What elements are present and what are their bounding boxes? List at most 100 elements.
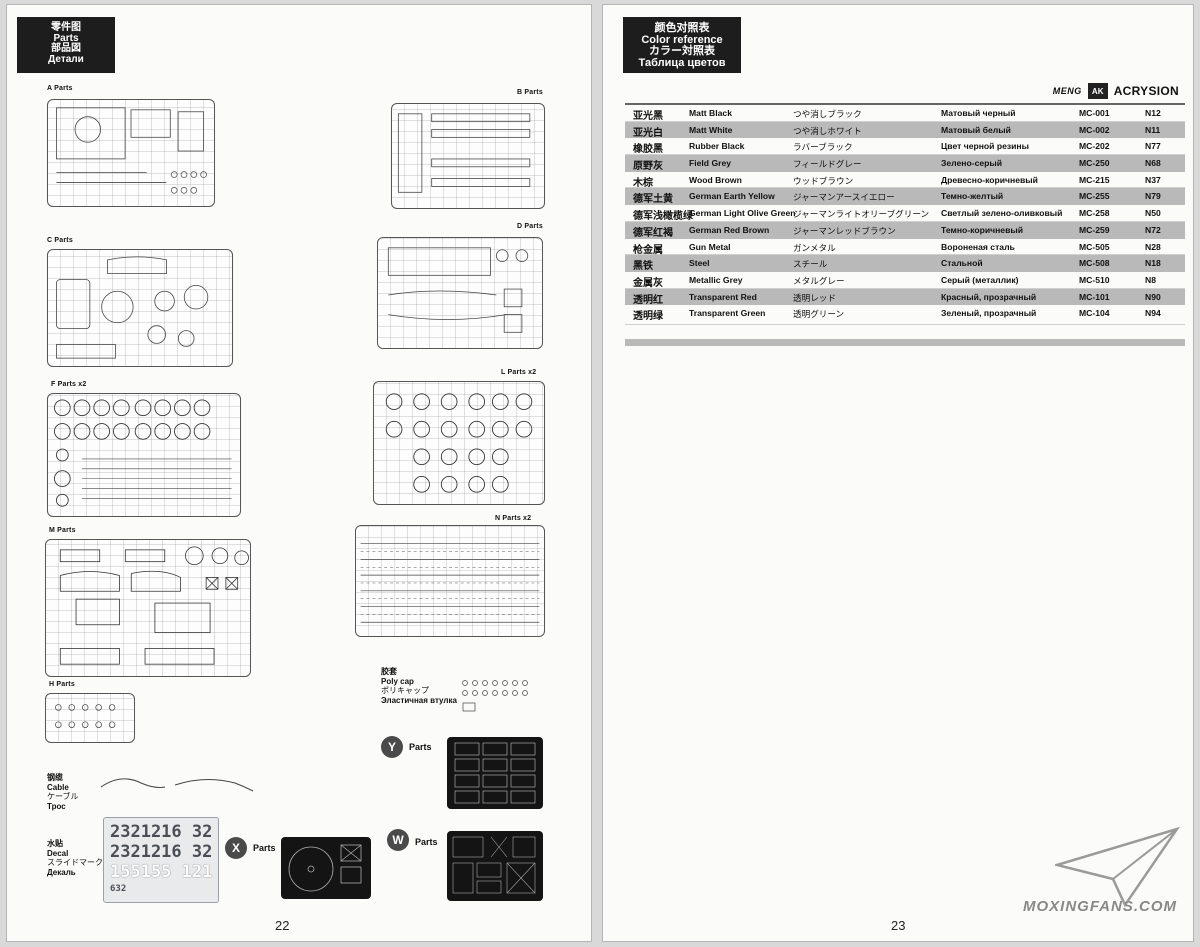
color-name-ru: Темно-желтый (941, 191, 1004, 202)
color-code-n: N79 (1145, 191, 1161, 202)
watermark: MOXINGFANS.COM (1022, 898, 1177, 915)
color-code-mc: MC-101 (1079, 291, 1110, 302)
color-code-mc: MC-002 (1079, 124, 1110, 135)
y-parts-label: Parts (409, 742, 432, 752)
color-name-cn: 透明红 (633, 294, 663, 306)
color-name-en: Matt Black (689, 108, 732, 118)
color-code-mc: MC-202 (1079, 141, 1110, 152)
color-code-n: N11 (1145, 124, 1161, 135)
color-code-mc: MC-510 (1079, 274, 1110, 285)
color-code-mc: MC-001 (1079, 108, 1110, 118)
right-page: 颜色对照表 Color reference カラー対照表 Таблица цве… (602, 4, 1194, 942)
sprue-a-label: A Parts (47, 85, 73, 92)
w-parts-sheet (447, 831, 543, 901)
color-name-en: Matt White (689, 124, 733, 135)
left-page: 零件图 Parts 部品図 Детали A Parts B Parts (6, 4, 592, 942)
w-parts-badge: W (387, 829, 409, 851)
sprue-m-label: M Parts (49, 527, 76, 534)
x-parts-badge: X (225, 837, 247, 859)
page-number-left: 22 (275, 918, 290, 933)
meng-logo: MENG (1052, 86, 1082, 96)
color-name-ru: Стальной (941, 258, 983, 269)
sprue-l-drawing (385, 393, 533, 493)
sprue-m-drawing (59, 546, 249, 665)
color-name-cn: 原野灰 (633, 161, 663, 173)
color-name-en: Transparent Green (689, 308, 766, 319)
color-name-ru: Зеленый, прозрачный (941, 308, 1037, 319)
sprue-m (45, 539, 251, 677)
color-code-mc: MC-259 (1079, 224, 1110, 235)
color-row: 德军土黄 German Earth Yellow ジャーマンアースイエロー Темно… (625, 188, 1185, 205)
parts-header: 零件图 Parts 部品図 Детали (17, 17, 115, 73)
sprue-n (355, 525, 545, 637)
color-code-n: N28 (1145, 241, 1161, 252)
color-name-cn: 德军土黄 (633, 194, 673, 206)
sprue-h-drawing (55, 704, 116, 728)
color-code-n: N90 (1145, 291, 1161, 302)
color-name-cn: 透明绿 (633, 311, 663, 323)
sprue-a-drawing (56, 107, 207, 194)
sprue-l-label: L Parts x2 (501, 369, 537, 376)
color-name-jp: ジャーマンレッドブラウン (793, 225, 896, 236)
color-code-mc: MC-250 (1079, 158, 1110, 169)
color-name-cn: 枪金属 (633, 244, 663, 256)
y-parts-badge: Y (381, 736, 403, 758)
color-name-jp: ジャーマンアースイエロー (793, 192, 895, 203)
page-number-right: 23 (891, 918, 906, 933)
sprue-f-label: F Parts x2 (51, 381, 87, 388)
color-name-cn: 德军浅橄榄绿 (633, 211, 693, 223)
color-name-ru: Серый (металлик) (941, 274, 1019, 285)
color-name-en: German Light Olive Green (689, 208, 796, 219)
sprue-b-drawing (397, 113, 531, 193)
sprue-a (47, 99, 215, 207)
decal-row-3: 155155 121 (110, 862, 213, 882)
color-code-mc: MC-258 (1079, 208, 1110, 219)
color-code-mc: MC-215 (1079, 174, 1110, 185)
color-name-en: German Earth Yellow (689, 191, 775, 202)
color-name-ru: Вороненая сталь (941, 241, 1015, 252)
decal-sheet: 2321216 32 2321216 32 155155 121 632 (103, 817, 219, 903)
color-name-en: Rubber Black (689, 141, 745, 152)
color-name-jp: つや消しホワイト (793, 125, 862, 136)
poly-cap-drawing (462, 680, 528, 712)
sprue-n-label: N Parts x2 (495, 515, 532, 522)
color-name-jp: つや消しブラック (793, 109, 862, 119)
poly-cap-label: 胶套 Poly cap ポリキャップ Эластичная втулка (381, 667, 457, 705)
color-name-jp: ガンメタル (793, 242, 836, 253)
color-name-jp: メタルグレー (793, 275, 845, 286)
paper-plane-icon (1055, 826, 1181, 908)
sprue-c-label: C Parts (47, 237, 73, 244)
color-code-n: N72 (1145, 224, 1161, 235)
color-code-mc: MC-508 (1079, 258, 1110, 269)
sprue-b-label: B Parts (517, 89, 543, 96)
color-name-ru: Матовый белый (941, 124, 1011, 135)
sprue-h (45, 693, 135, 743)
cable-drawing (100, 778, 254, 792)
w-parts-drawing (452, 836, 536, 894)
color-name-jp: スチール (793, 259, 828, 270)
brand-logos: MENG AK ACRYSION (1053, 81, 1179, 101)
color-code-mc: MC-255 (1079, 191, 1110, 202)
color-code-n: N37 (1145, 174, 1161, 185)
color-name-ru: Светлый зелено-оливковый (941, 208, 1063, 219)
color-code-n: N18 (1145, 258, 1161, 269)
sprue-b (391, 103, 545, 209)
color-code-n: N50 (1145, 208, 1161, 219)
color-name-en: Field Grey (689, 158, 732, 169)
color-name-en: Gun Metal (689, 241, 731, 252)
cable-label: 钢缆 Cable ケーブル Трос (47, 773, 79, 811)
color-name-cn: 德军红褐 (633, 227, 673, 239)
sprue-d-drawing (387, 247, 529, 333)
color-name-cn: 金属灰 (633, 277, 663, 289)
color-name-cn: 亚光黑 (633, 111, 663, 122)
color-code-n: N68 (1145, 158, 1161, 169)
w-parts-label: Parts (415, 837, 438, 847)
y-parts-sheet (447, 737, 543, 809)
x-parts-drawing (288, 844, 362, 892)
acrysion-logo: ACRYSION (1113, 84, 1179, 98)
color-name-cn: 木棕 (633, 177, 653, 189)
